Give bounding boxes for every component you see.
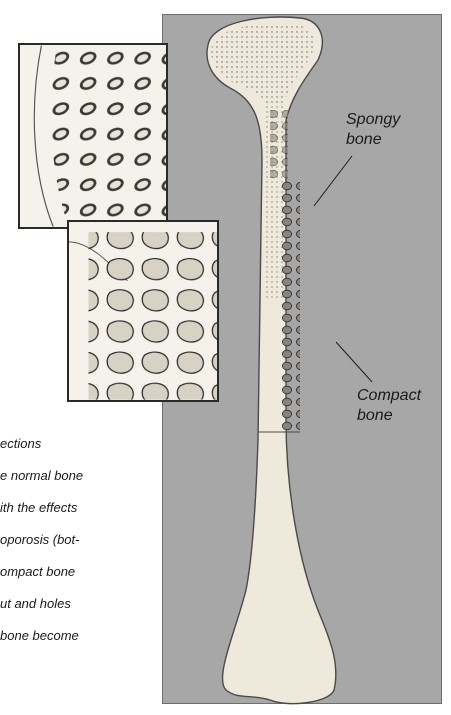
spongy-pointer-line (314, 156, 352, 206)
compact-bone-label: Compact bone (357, 386, 437, 426)
spongy-label-line1: Spongy (346, 110, 426, 130)
spongy-label-line2: bone (346, 130, 426, 150)
caption-line: ut and holes (0, 596, 230, 612)
caption-line: bone become (0, 628, 230, 644)
caption-line: ompact bone (0, 564, 230, 580)
caption-line: ith the effects (0, 500, 230, 516)
figure-caption: ections e normal bone ith the effects op… (0, 420, 230, 660)
spongy-bone-label: Spongy bone (346, 110, 426, 150)
osteoporotic-bone-inset (67, 220, 219, 402)
compact-label-line1: Compact (357, 386, 437, 406)
compact-label-line2: bone (357, 406, 437, 426)
normal-bone-inset (18, 43, 168, 229)
caption-line: oporosis (bot- (0, 532, 230, 548)
caption-line: ections (0, 436, 230, 452)
caption-line: e normal bone (0, 468, 230, 484)
compact-pointer-line (336, 342, 372, 382)
